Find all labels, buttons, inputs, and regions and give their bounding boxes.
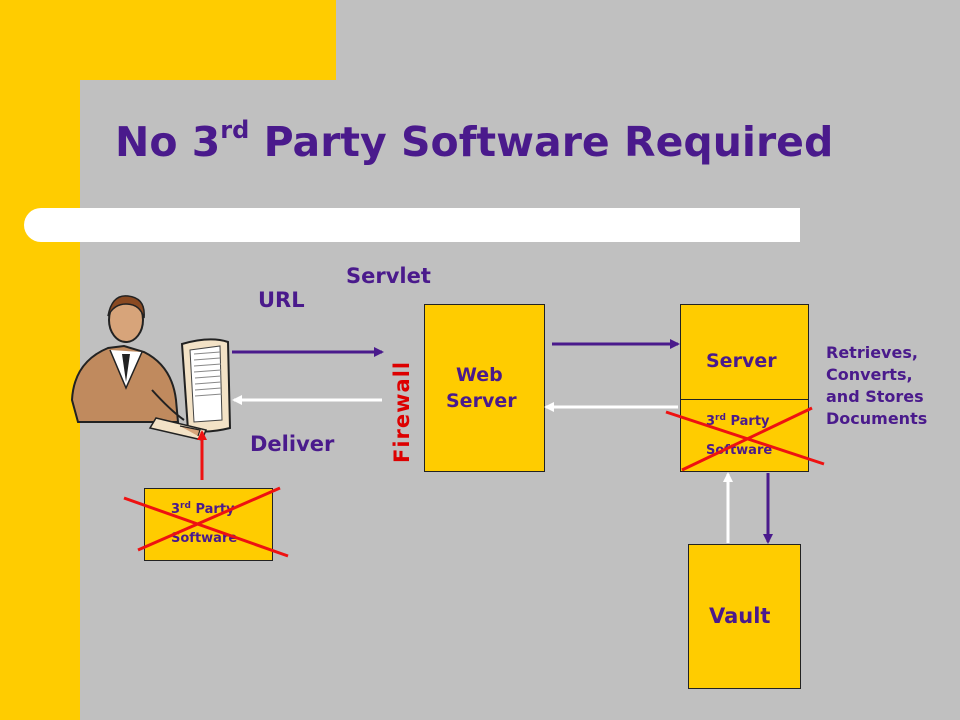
retrieves-line-3: and Stores xyxy=(826,387,924,406)
red-x-icon xyxy=(123,486,289,558)
client-software-label: Software xyxy=(171,531,238,546)
retrieves-line-2: Converts, xyxy=(826,365,913,384)
server-label: Server xyxy=(706,350,777,372)
retrieves-line-1: Retrieves, xyxy=(826,343,918,362)
red-x-icon xyxy=(665,406,825,472)
retrieves-description: Retrieves, Converts, and Stores Document… xyxy=(826,342,927,430)
web-server-label-line1: Web xyxy=(456,364,503,386)
server-third-party-label: 3rd Party xyxy=(706,413,770,430)
vault-box xyxy=(688,544,801,689)
servlet-label: Servlet xyxy=(346,264,431,288)
web-server-label-line2: Server xyxy=(446,390,517,412)
person-at-computer-icon xyxy=(70,295,232,441)
slide-title: No 3rd Party Software Required xyxy=(115,116,834,166)
web-server-box xyxy=(424,304,545,472)
vault-label: Vault xyxy=(709,604,771,628)
url-label: URL xyxy=(258,288,305,312)
accent-left-band xyxy=(0,0,80,720)
title-underline-bar xyxy=(24,208,800,242)
deliver-label: Deliver xyxy=(250,432,335,456)
retrieves-line-4: Documents xyxy=(826,409,928,428)
server-software-label: Software xyxy=(706,443,773,458)
